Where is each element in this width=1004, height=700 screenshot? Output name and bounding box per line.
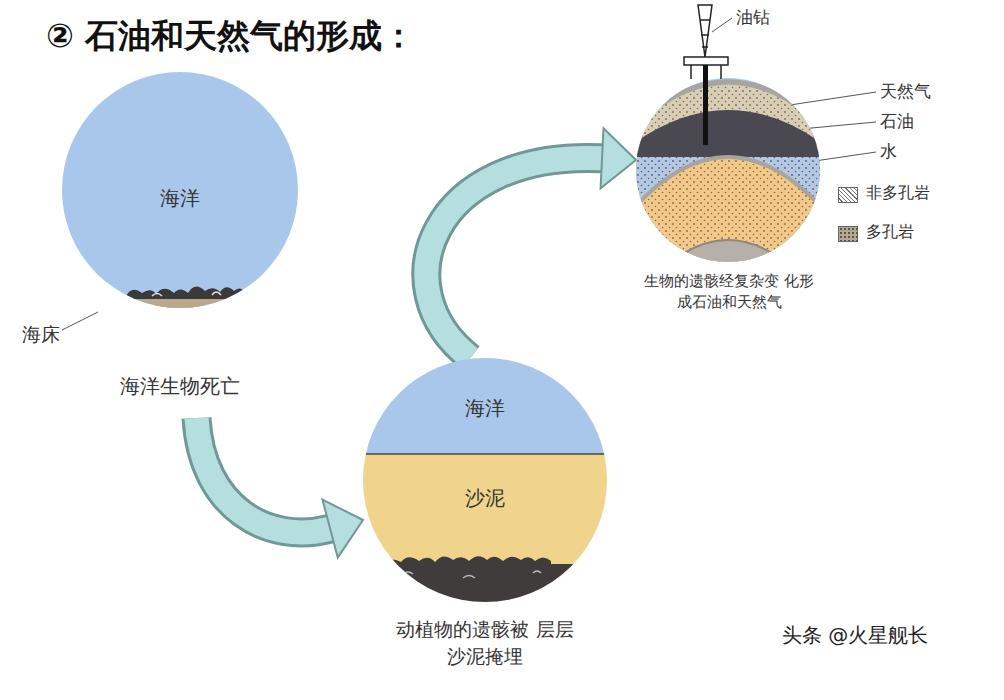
part-label: 海床 (22, 322, 60, 348)
legend-text: 非多孔岩 (866, 183, 930, 204)
node-text: 海洋 (435, 394, 535, 422)
watermark: 头条 @火星舰长 (782, 622, 928, 649)
legend-swatch (838, 187, 858, 203)
part-label: 水 (880, 140, 897, 163)
oil-gas-circle: 生物的遗骸经复杂变 化形成石油和天然气 (636, 75, 836, 325)
sea-circle: 海洋海洋生物死亡 (62, 72, 298, 418)
curved-arrow (197, 418, 363, 558)
node-text: 海洋生物死亡 (62, 372, 298, 400)
burial-circle: 海洋沙泥动植物的遗骸被 层层沙泥掩埋 (363, 358, 607, 693)
node-text: 海洋 (130, 184, 230, 212)
legend-swatch (838, 226, 858, 242)
circle-illustration (636, 75, 820, 265)
curved-arrow (426, 128, 636, 358)
part-label: 油钻 (736, 6, 770, 29)
legend-text: 多孔岩 (866, 222, 914, 243)
part-label: 天然气 (880, 80, 931, 103)
node-text: 动植物的遗骸被 层层沙泥掩埋 (395, 616, 575, 669)
part-label: 石油 (880, 110, 914, 133)
circle-illustration (363, 358, 607, 602)
node-text: 沙泥 (435, 484, 535, 512)
node-text: 生物的遗骸经复杂变 化形成石油和天然气 (644, 271, 814, 313)
diagram-title: ② 石油和天然气的形成： (46, 14, 415, 59)
